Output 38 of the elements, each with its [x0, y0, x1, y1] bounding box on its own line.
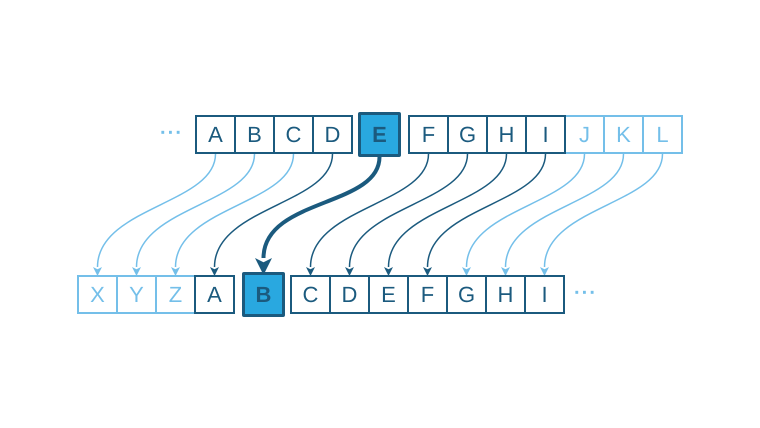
letter-box: F	[407, 275, 448, 314]
letter-box: G	[447, 115, 488, 154]
letter-box: I	[524, 275, 565, 314]
arrow	[306, 154, 430, 276]
letter-box: D	[312, 115, 353, 154]
letter-box: Y	[116, 275, 157, 314]
highlighted-letter-box: E	[358, 112, 401, 157]
arrow	[255, 156, 382, 275]
arrow	[384, 154, 508, 276]
arrow	[132, 154, 256, 276]
letter-box: L	[642, 115, 683, 154]
letter-box: A	[194, 275, 235, 314]
arrow	[501, 154, 624, 276]
letter-box: G	[446, 275, 487, 314]
arrow	[462, 154, 586, 276]
letter-box: C	[290, 275, 331, 314]
letter-box: E	[368, 275, 409, 314]
letter-box: K	[603, 115, 644, 154]
arrow	[540, 154, 664, 276]
arrow	[171, 154, 294, 276]
letter-box: Z	[155, 275, 196, 314]
letter-box: J	[564, 115, 605, 154]
letter-box: I	[525, 115, 566, 154]
arrow	[210, 154, 334, 276]
ellipsis: ···	[160, 123, 183, 143]
arrow	[423, 154, 546, 276]
letter-box: H	[486, 115, 527, 154]
letter-box: F	[408, 115, 449, 154]
letter-box: D	[329, 275, 370, 314]
arrow	[93, 154, 216, 276]
letter-box: X	[77, 275, 118, 314]
letter-box: B	[234, 115, 275, 154]
arrow	[345, 154, 468, 276]
ellipsis: ···	[574, 283, 597, 303]
letter-box: H	[485, 275, 526, 314]
letter-box: C	[273, 115, 314, 154]
highlighted-letter-box: B	[242, 272, 285, 317]
letter-box: A	[195, 115, 236, 154]
